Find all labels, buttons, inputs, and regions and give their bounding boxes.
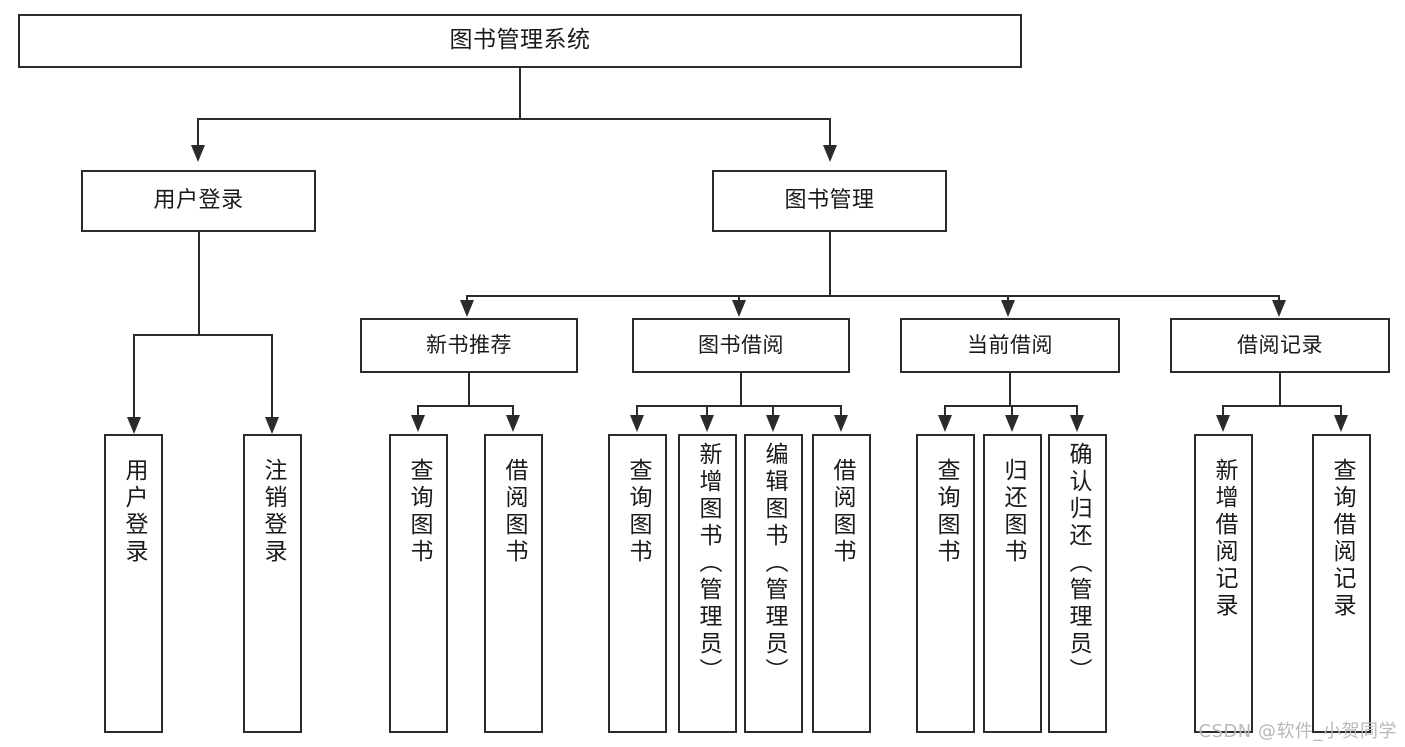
arrow-current-to-leaf-2: [1005, 415, 1019, 432]
arrow-book-mgmt-to-current: [1001, 300, 1015, 317]
edge-borrow-stem: [740, 373, 742, 406]
arrow-borrow-to-leaf-4: [834, 415, 848, 432]
leaf-recommend-borrow-books[interactable]: 借阅图书: [484, 434, 543, 733]
edge-book-mgmt-bus: [466, 295, 1280, 297]
leaf-add-borrow-record[interactable]: 新增借阅记录: [1194, 434, 1253, 733]
node-label: 查询借阅记录: [1329, 458, 1355, 620]
arrow-book-mgmt-to-records: [1272, 300, 1286, 317]
node-root-system[interactable]: 图书管理系统: [18, 14, 1022, 68]
node-new-book-recommend[interactable]: 新书推荐: [360, 318, 578, 373]
edge-recommend-to-leaf-2: [512, 405, 514, 417]
node-borrow-records[interactable]: 借阅记录: [1170, 318, 1390, 373]
node-label: 图书管理: [784, 188, 875, 214]
node-label: 编辑图书（管理员）: [761, 442, 787, 685]
node-label: 查询图书: [625, 458, 651, 566]
leaf-current-query-books[interactable]: 查询图书: [916, 434, 975, 733]
arrow-book-mgmt-to-borrow: [732, 300, 746, 317]
edge-current-to-leaf-2: [1011, 405, 1013, 417]
edge-root-stem: [519, 68, 521, 119]
node-label: 用户登录: [153, 188, 244, 214]
node-label: 图书管理系统: [449, 27, 591, 54]
arrow-user-login-to-leaf-1: [127, 417, 141, 434]
leaf-borrow-books[interactable]: 借阅图书: [812, 434, 871, 733]
arrow-records-to-leaf-1: [1216, 415, 1230, 432]
edge-book-mgmt-to-borrow: [738, 295, 740, 303]
edge-borrow-to-leaf-2: [706, 405, 708, 417]
arrow-borrow-to-leaf-3: [766, 415, 780, 432]
edge-user-login-stem: [198, 232, 200, 335]
edge-book-mgmt-to-current: [1007, 295, 1009, 303]
leaf-borrow-query-books[interactable]: 查询图书: [608, 434, 667, 733]
edge-current-stem: [1009, 373, 1011, 406]
node-label: 借阅记录: [1237, 333, 1323, 358]
edge-recommend-to-leaf-1: [417, 405, 419, 417]
node-label: 新书推荐: [426, 333, 512, 358]
arrow-root-to-book-mgmt: [823, 145, 837, 162]
edge-records-bus: [1222, 405, 1341, 407]
node-label: 用户登录: [121, 458, 147, 566]
node-label: 归还图书: [1000, 458, 1026, 566]
leaf-return-books[interactable]: 归还图书: [983, 434, 1042, 733]
edge-records-to-leaf-2: [1340, 405, 1342, 417]
arrow-records-to-leaf-2: [1334, 415, 1348, 432]
arrow-book-mgmt-to-recommend: [460, 300, 474, 317]
edge-recommend-stem: [468, 373, 470, 406]
edge-borrow-to-leaf-4: [840, 405, 842, 417]
edge-root-bus: [197, 118, 831, 120]
edge-user-login-bus: [133, 334, 273, 336]
edge-current-bus: [944, 405, 1076, 407]
edge-book-mgmt-stem: [829, 232, 831, 296]
edge-borrow-to-leaf-1: [636, 405, 638, 417]
arrow-root-to-user-login: [191, 145, 205, 162]
edge-current-to-leaf-3: [1076, 405, 1078, 417]
arrow-recommend-to-leaf-1: [411, 415, 425, 432]
edge-recommend-bus: [417, 405, 514, 407]
leaf-add-book-admin[interactable]: 新增图书（管理员）: [678, 434, 737, 733]
node-label: 新增图书（管理员）: [695, 442, 721, 685]
arrow-borrow-to-leaf-1: [630, 415, 644, 432]
edge-records-to-leaf-1: [1222, 405, 1224, 417]
leaf-edit-book-admin[interactable]: 编辑图书（管理员）: [744, 434, 803, 733]
leaf-query-borrow-record[interactable]: 查询借阅记录: [1312, 434, 1371, 733]
csdn-watermark: CSDN @软件_小贺同学: [1198, 721, 1397, 742]
arrow-recommend-to-leaf-2: [506, 415, 520, 432]
edge-records-stem: [1279, 373, 1281, 406]
arrow-user-login-to-leaf-2: [265, 417, 279, 434]
node-label: 新增借阅记录: [1211, 458, 1237, 620]
edge-book-mgmt-to-recommend: [466, 295, 468, 303]
edge-current-to-leaf-1: [944, 405, 946, 417]
node-label: 借阅图书: [829, 458, 855, 566]
arrow-borrow-to-leaf-2: [700, 415, 714, 432]
node-book-management[interactable]: 图书管理: [712, 170, 947, 232]
node-current-borrow[interactable]: 当前借阅: [900, 318, 1120, 373]
node-label: 注销登录: [260, 458, 286, 566]
node-label: 查询图书: [933, 458, 959, 566]
leaf-logout[interactable]: 注销登录: [243, 434, 302, 733]
leaf-user-login[interactable]: 用户登录: [104, 434, 163, 733]
edge-borrow-bus: [636, 405, 842, 407]
arrow-current-to-leaf-3: [1070, 415, 1084, 432]
leaf-recommend-query-books[interactable]: 查询图书: [389, 434, 448, 733]
edge-borrow-to-leaf-3: [772, 405, 774, 417]
arrow-current-to-leaf-1: [938, 415, 952, 432]
edge-user-login-to-leaf-1: [133, 334, 135, 417]
edge-root-to-book-mgmt: [829, 118, 831, 145]
node-label: 借阅图书: [501, 458, 527, 566]
leaf-confirm-return-admin[interactable]: 确认归还（管理员）: [1048, 434, 1107, 733]
edge-root-to-user-login: [197, 118, 199, 145]
edge-book-mgmt-to-records: [1278, 295, 1280, 303]
node-label: 当前借阅: [967, 333, 1053, 358]
node-label: 确认归还（管理员）: [1065, 442, 1091, 685]
node-label: 查询图书: [406, 458, 432, 566]
node-book-borrow[interactable]: 图书借阅: [632, 318, 850, 373]
node-label: 图书借阅: [698, 333, 784, 358]
edge-user-login-to-leaf-2: [271, 334, 273, 417]
node-user-login[interactable]: 用户登录: [81, 170, 316, 232]
